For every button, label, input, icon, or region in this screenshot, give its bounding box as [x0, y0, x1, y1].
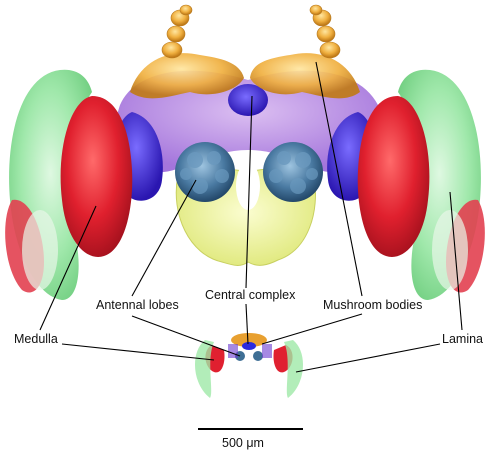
antennal-lobe-right [263, 142, 323, 202]
leader-antennal-bottom [132, 316, 240, 356]
label-lamina: Lamina [442, 332, 483, 346]
mushroom-body-peduncle-left [162, 5, 192, 58]
leader-lamina-bottom [296, 344, 440, 372]
medulla-right [358, 96, 430, 257]
scale-bar-label: 500 μm [222, 436, 264, 450]
lamina-highlight-right [432, 210, 468, 290]
mushroom-body-peduncle-right [310, 5, 340, 58]
label-central-complex: Central complex [205, 288, 295, 302]
label-antennal-lobes: Antennal lobes [96, 298, 179, 312]
antennal-lobe-left [175, 142, 235, 202]
label-medulla: Medulla [14, 332, 58, 346]
lamina-highlight-left [22, 210, 58, 290]
oesophageal-foramen [236, 162, 260, 210]
leader-mushroom-bottom [262, 314, 362, 344]
brain-model-small [195, 333, 303, 398]
medulla-left [61, 96, 133, 257]
brain-model-large [5, 5, 485, 300]
leader-medulla-bottom [62, 344, 214, 360]
label-mushroom-bodies: Mushroom bodies [323, 298, 422, 312]
